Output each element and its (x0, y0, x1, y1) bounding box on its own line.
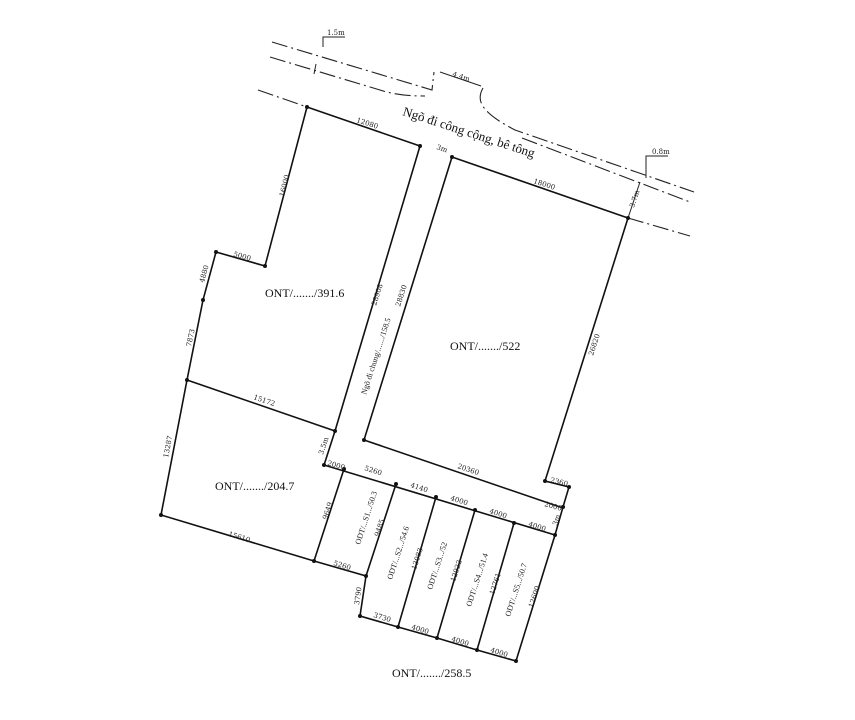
dim-s3-right: 12922 (449, 559, 463, 583)
parcel-label-s1: ODT/...S1.../50.3 (353, 490, 379, 545)
road-width-3-7m: 3.7m (628, 189, 641, 209)
dim-r-3m: 3m (551, 513, 562, 526)
road-width-0-8m: 0.8m (652, 148, 670, 156)
parcel-label-s3: ODT/...S3.../52 (425, 541, 449, 591)
dim-s4-bottom: 4000 (450, 635, 469, 648)
road-name: Ngõ đi công cộng, bê tông (401, 104, 537, 161)
road-edges (257, 41, 695, 237)
dimension-labels: 12080 3m 18000 16000 5000 4880 7873 1328… (162, 116, 602, 659)
lane-label: Ngõ đi chung/......./158.5 (359, 317, 392, 396)
parcel-label-258-5: ONT/......./258.5 (392, 666, 471, 680)
dim-s3-bottom: 4000 (410, 623, 429, 636)
boundary-points (159, 105, 630, 663)
parcel-label-s4: ODT/...S4.../51.4 (464, 552, 490, 607)
dim-s4-right: 12761 (488, 572, 502, 596)
dim-lane-end: 2000 (326, 459, 345, 472)
dim-s1-top: 5260 (363, 464, 382, 477)
dim-left-b: 7873 (185, 328, 197, 347)
dim-s1-bottom: 5260 (332, 559, 351, 572)
dim-r-step: 2360 (550, 476, 569, 488)
road-width-4-4m: 4.4m (451, 70, 471, 83)
dim-left-upper: 16000 (278, 174, 291, 198)
dim-s5-bottom: 4000 (489, 646, 508, 659)
road-dimension-marks (313, 36, 668, 219)
parcel-label-s2: ODT/...S2.../54.6 (385, 525, 411, 580)
parcel-label-522: ONT/......./522 (450, 339, 520, 353)
dim-lane-left: 28908 (370, 283, 384, 307)
dim-s2-left: 3790 (353, 587, 363, 606)
parcel-label-204-7: ONT/......./204.7 (215, 479, 294, 493)
road-width-1-5m: 1.5m (327, 29, 345, 37)
parcel-label-s5: ODT/...S5.../50.7 (503, 562, 529, 617)
dim-s5-right: 12600 (527, 585, 541, 609)
dim-s2-right: 13083 (410, 547, 424, 571)
parcel-boundaries (160, 106, 629, 662)
dim-s1-right: 9485 (373, 518, 386, 537)
dim-s5-top: 4000 (527, 520, 546, 533)
parcel-label-391-6: ONT/......./391.6 (265, 286, 344, 300)
dim-right: 26820 (587, 333, 601, 357)
dim-lane-top: 3m (435, 143, 448, 154)
dim-r-2000: 2000 (543, 500, 562, 513)
dim-p204-bottom: 15610 (227, 530, 251, 544)
dim-step: 5000 (232, 250, 251, 263)
dim-s1-left: 9649 (321, 501, 334, 520)
